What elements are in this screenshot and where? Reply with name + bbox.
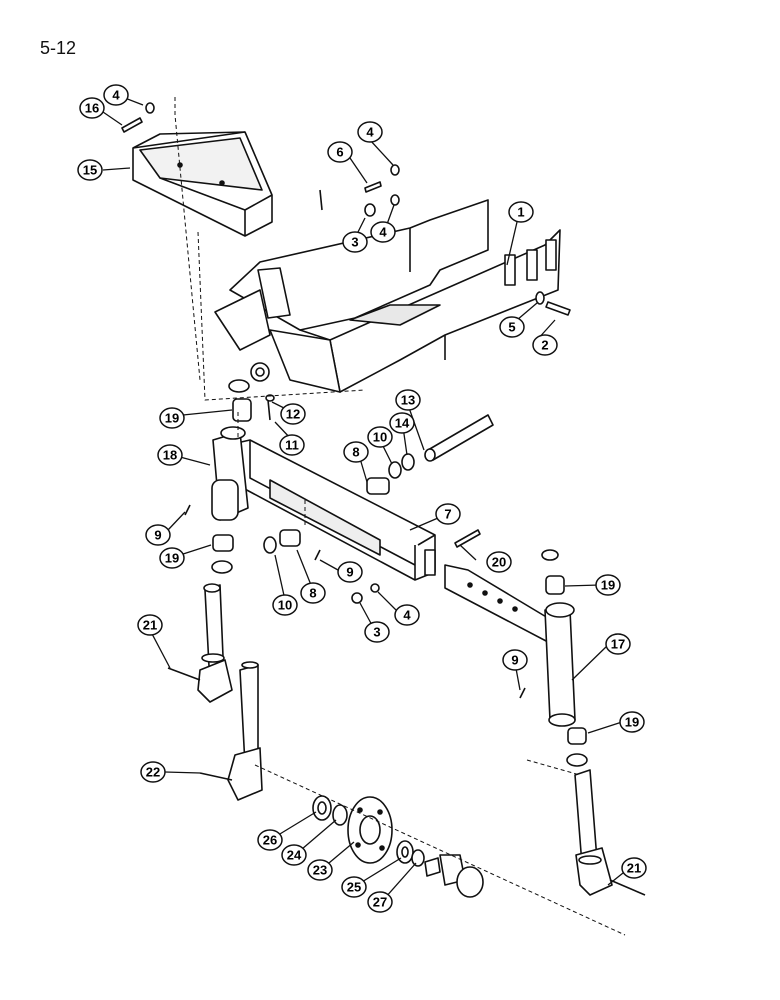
pivot-pin-part: [424, 414, 494, 462]
callout-3-top: 3: [342, 231, 368, 253]
svg-text:25: 25: [347, 880, 361, 895]
callout-14: 14: [389, 412, 415, 434]
svg-text:4: 4: [112, 88, 120, 103]
right-spindle-part: [574, 769, 646, 896]
callout-20: 20: [486, 551, 512, 573]
callout-27: 27: [367, 891, 393, 913]
left-long-spindle-part: [199, 661, 263, 801]
callout-19-left: 19: [159, 547, 185, 569]
svg-text:7: 7: [444, 507, 451, 522]
svg-text:1: 1: [517, 205, 524, 220]
callout-10-top: 10: [367, 426, 393, 448]
callout-18: 18: [157, 444, 183, 466]
callout-22: 22: [140, 761, 166, 783]
callout-23: 23: [307, 859, 333, 881]
callout-21-left: 21: [137, 614, 163, 636]
svg-text:14: 14: [395, 416, 410, 431]
right-axle-extension-part: [444, 564, 576, 727]
callout-4-top: 4: [357, 121, 383, 143]
callouts: [102, 97, 629, 899]
callout-19-top: 19: [159, 407, 185, 429]
svg-text:4: 4: [403, 608, 411, 623]
svg-text:11: 11: [285, 438, 299, 453]
callout-8-top: 8: [343, 441, 369, 463]
svg-text:8: 8: [309, 586, 316, 601]
svg-text:10: 10: [278, 598, 292, 613]
callout-11: 11: [279, 434, 305, 456]
parts-drawing: [121, 97, 646, 936]
svg-text:8: 8: [352, 445, 359, 460]
svg-text:19: 19: [625, 715, 639, 730]
callout-8-bottom: 8: [300, 582, 326, 604]
weight-tray-part: [132, 131, 273, 237]
svg-text:3: 3: [373, 625, 380, 640]
callout-26: 26: [257, 829, 283, 851]
svg-text:9: 9: [346, 565, 353, 580]
callout-1: 1: [508, 201, 534, 223]
callout-17: 17: [605, 633, 631, 655]
svg-text:2: 2: [541, 338, 548, 353]
svg-text:4: 4: [379, 225, 387, 240]
page-number: 5-12: [40, 38, 77, 58]
svg-text:19: 19: [165, 551, 179, 566]
svg-text:21: 21: [143, 618, 157, 633]
svg-text:21: 21: [627, 861, 641, 876]
callout-25: 25: [341, 876, 367, 898]
svg-text:24: 24: [287, 848, 302, 863]
axle-beam-part: [227, 439, 436, 581]
callout-9-mid: 9: [337, 561, 363, 583]
left-spindle-housing-part: [211, 426, 249, 521]
callout-10-bottom: 10: [272, 594, 298, 616]
svg-text:13: 13: [401, 393, 415, 408]
svg-text:3: 3: [351, 235, 358, 250]
svg-text:6: 6: [336, 145, 343, 160]
svg-text:4: 4: [366, 125, 374, 140]
left-spindle-part: [167, 583, 233, 703]
callout-21-right: 21: [621, 857, 647, 879]
svg-text:22: 22: [146, 765, 160, 780]
callout-3-bottom: 3: [364, 621, 390, 643]
bushing-parts: [279, 477, 390, 547]
callout-2: 2: [532, 334, 558, 356]
svg-text:19: 19: [165, 411, 179, 426]
svg-text:15: 15: [83, 163, 97, 178]
svg-text:20: 20: [492, 555, 506, 570]
svg-text:19: 19: [601, 578, 615, 593]
svg-text:12: 12: [286, 407, 300, 422]
svg-text:9: 9: [511, 653, 518, 668]
callout-4-bottom: 4: [394, 604, 420, 626]
washer-parts: [263, 453, 415, 554]
callout-6: 6: [327, 141, 353, 163]
svg-text:26: 26: [263, 833, 277, 848]
callout-5: 5: [499, 316, 525, 338]
pivot-bushing-parts: [211, 379, 588, 767]
svg-text:10: 10: [373, 430, 387, 445]
fastener-parts: [121, 102, 571, 699]
callout-15: 15: [77, 159, 103, 181]
callout-4-mid: 4: [370, 221, 396, 243]
front-frame-part: [214, 199, 561, 393]
callout-9-left: 9: [145, 524, 171, 546]
callout-13: 13: [395, 389, 421, 411]
svg-text:5: 5: [508, 320, 515, 335]
callout-7: 7: [435, 503, 461, 525]
hub-assembly-part: [312, 795, 484, 898]
svg-text:16: 16: [85, 101, 99, 116]
assembly-lines: [174, 97, 626, 936]
svg-text:17: 17: [611, 637, 625, 652]
callout-16: 16: [79, 97, 105, 119]
callout-12: 12: [280, 403, 306, 425]
callout-19-lower-right: 19: [619, 711, 645, 733]
callout-9-right: 9: [502, 649, 528, 671]
callout-4-tray: 4: [103, 84, 129, 106]
callout-24: 24: [281, 844, 307, 866]
callout-19-right: 19: [595, 574, 621, 596]
svg-text:27: 27: [373, 895, 387, 910]
svg-text:9: 9: [154, 528, 161, 543]
svg-text:18: 18: [163, 448, 177, 463]
svg-text:23: 23: [313, 863, 327, 878]
